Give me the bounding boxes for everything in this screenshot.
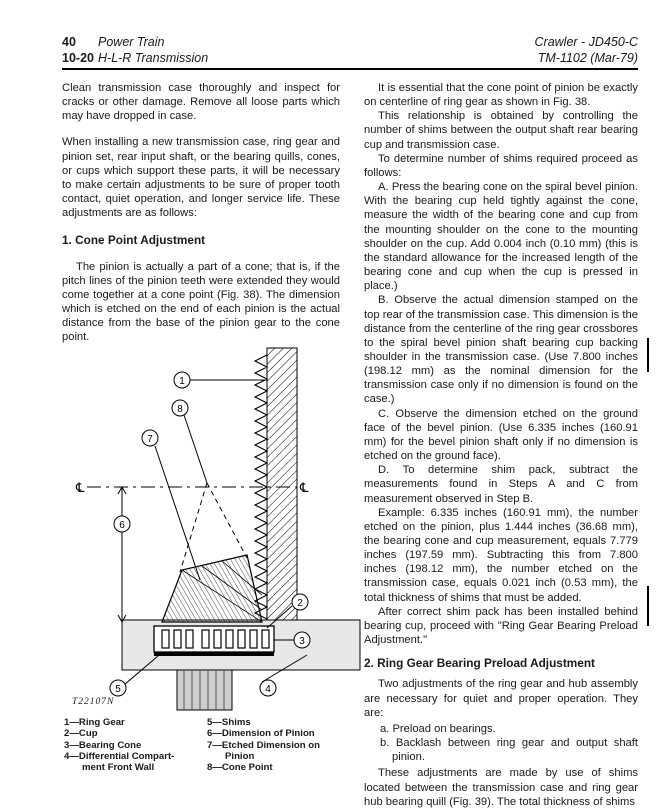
right-column: It is essential that the cone point of p…	[364, 81, 638, 809]
machine-model: Crawler - JD450-C	[534, 35, 639, 49]
callout-3: 3	[299, 636, 305, 647]
cone-point-figure: ℄ ℄ 1 8 7 6 2 3 4 5	[75, 347, 361, 711]
callout-2: 2	[297, 598, 303, 609]
step-a: A. Press the bearing cone on the spiral …	[364, 181, 638, 293]
paragraph: After correct shim pack has been install…	[364, 605, 638, 647]
legend-item: 3—Bearing Cone	[64, 739, 142, 751]
callout-5: 5	[115, 684, 121, 695]
figure-legend-left: 1—Ring Gear 2—Cup 3—Bearing Cone 4—Diffe…	[64, 717, 204, 773]
legend-item: 7—Etched Dimension on	[207, 739, 321, 751]
figure-code: T22107N	[72, 697, 115, 707]
list-item: a. Preload on bearings.	[380, 722, 496, 735]
step-c: C. Observe the dimension etched on the g…	[364, 407, 638, 463]
bearing-cone	[153, 625, 275, 653]
paragraph: When installing a new transmission case,…	[62, 136, 340, 220]
callouts: 1 8 7 6 2 3 4 5	[109, 371, 311, 697]
legend-item: 5—Shims	[207, 717, 251, 728]
legend-item: 2—Cup	[64, 728, 98, 740]
shim-pack	[154, 652, 274, 656]
page-header-right: Crawler - JD450-C TM-1102 (Mar-79)	[535, 34, 639, 66]
section-number: 10-20	[62, 51, 94, 65]
callout-4: 4	[265, 684, 271, 695]
legend-item-continued: ment Front Wall	[82, 762, 155, 774]
paragraph: Clean transmission case thoroughly and i…	[62, 82, 340, 123]
revision-bar	[647, 338, 649, 372]
paragraph: It is essential that the cone point of p…	[364, 82, 638, 109]
callout-7: 7	[147, 434, 153, 445]
paragraph: The pinion is actually a part of a cone;…	[62, 260, 340, 344]
section-heading: 2. Ring Gear Bearing Preload Adjustment	[364, 656, 595, 671]
centerline-symbol-right: ℄	[299, 481, 309, 496]
step-b: B. Observe the actual dimension stamped …	[364, 294, 638, 406]
legend-item: 4—Differential Compart-	[64, 750, 175, 762]
adjustment-list: a. Preload on bearings. b. Backlash betw…	[364, 722, 638, 764]
paragraph: These adjustments are made by use of shi…	[364, 767, 638, 808]
subsection-title: H-L-R Transmission	[98, 51, 209, 65]
callout-1: 1	[179, 376, 185, 387]
example-paragraph: Example: 6.335 inches (160.91 mm), the n…	[364, 506, 638, 604]
revision-bar	[647, 586, 649, 626]
page-number: 40	[62, 35, 76, 49]
step-d: D. To determine shim pack, subtract the …	[364, 464, 638, 505]
page-header-left: 40 Power Train 10-20 H-L-R Transmission	[62, 34, 208, 66]
figure-legend-right: 5—Shims 6—Dimension of Pinion 7—Etched D…	[207, 717, 347, 773]
legend-item: 6—Dimension of Pinion	[207, 728, 315, 740]
paragraph: This relationship is obtained by control…	[364, 110, 638, 151]
section-heading: 1. Cone Point Adjustment	[62, 233, 206, 248]
legend-item: 8—Cone Point	[207, 762, 273, 774]
leader-lines	[123, 379, 308, 686]
legend-item-continued: Pinion	[225, 750, 255, 762]
pinion-gear	[161, 554, 263, 623]
paragraph: To determine number of shims required pr…	[364, 152, 638, 179]
legend-item: 1—Ring Gear	[64, 717, 125, 728]
left-column: Clean transmission case thoroughly and i…	[62, 81, 340, 345]
manual-number: TM-1102 (Mar-79)	[537, 51, 638, 65]
paragraph: Two adjustments of the ring gear and hub…	[364, 678, 638, 719]
callout-6: 6	[119, 520, 125, 531]
callout-8: 8	[177, 404, 183, 415]
header-rule	[62, 68, 638, 70]
list-item: b. Backlash between ring gear and output…	[380, 737, 638, 764]
pinion-shaft	[176, 669, 233, 711]
centerline-symbol-left: ℄	[75, 481, 85, 496]
ring-gear	[253, 347, 298, 649]
section-title: Power Train	[98, 35, 165, 49]
